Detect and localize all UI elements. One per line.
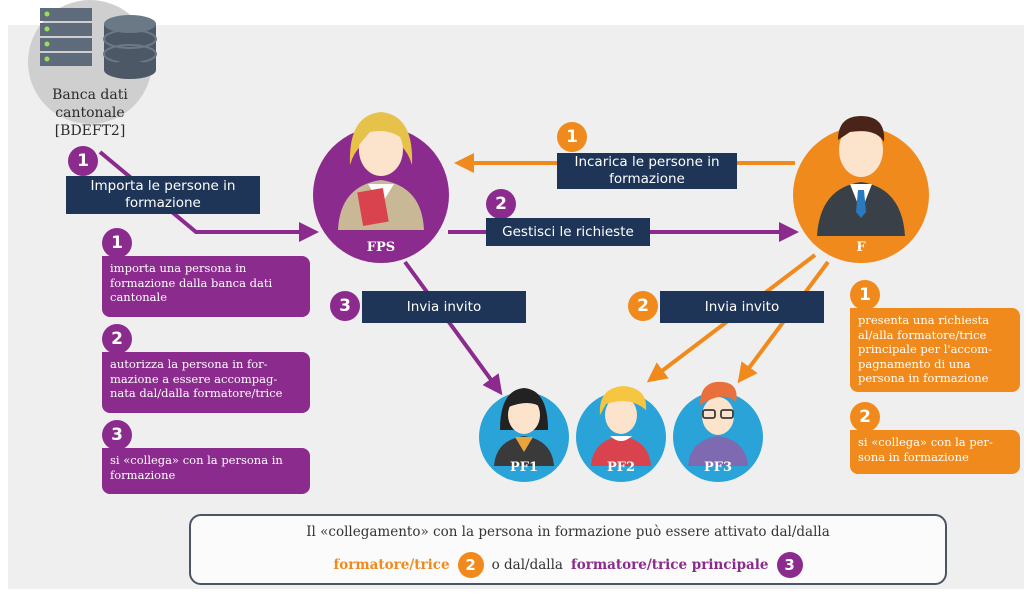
invite-fps-step-number: 3 <box>330 291 360 321</box>
note-trainer: formatore/trice <box>333 557 450 573</box>
f-avatar <box>793 116 929 263</box>
left-step-text-3: si «collega» con la persona in formazion… <box>102 448 310 494</box>
right-step-number-1: 1 <box>850 280 880 310</box>
import-label: Importa le persone in formazione <box>66 176 260 214</box>
pf3-label: PF3 <box>703 460 733 475</box>
assign-step-number: 1 <box>557 122 587 152</box>
invite-f-label: Invia invito <box>660 291 824 323</box>
note-line: formatore/trice 2 o dal/dalla formatore/… <box>191 552 945 578</box>
note-trainer-number: 2 <box>457 552 484 578</box>
invite-pf1-arrow <box>403 260 503 396</box>
right-step-text-1: presenta una richiesta al/alla formatore… <box>850 308 1020 392</box>
database-label: Banca dati cantonale [BDEFT2] <box>52 87 128 139</box>
pf1-avatar <box>479 388 569 482</box>
note-main-trainer: formatore/trice principale <box>570 557 769 573</box>
right-step-number-2: 2 <box>850 402 880 432</box>
pf2-avatar <box>576 386 666 482</box>
left-step-number-1: 1 <box>102 228 132 258</box>
pf2-label: PF2 <box>606 460 636 475</box>
left-step-text-1: importa una persona in formazione dalla … <box>102 256 310 317</box>
f-label: F <box>856 240 866 255</box>
import-step-number: 1 <box>68 146 98 176</box>
note-connector: o dal/dalla <box>491 557 563 573</box>
manage-step-number: 2 <box>486 189 516 219</box>
note-text: Il «collegamento» con la persona in form… <box>306 524 830 540</box>
pf3-avatar <box>673 381 763 482</box>
fps-avatar <box>313 112 449 263</box>
database-icon <box>28 0 157 124</box>
right-step-text-2: si «collega» con la per-sona in formazio… <box>850 430 1020 474</box>
invite-fps-label: Invia invito <box>362 291 526 323</box>
left-step-number-2: 2 <box>102 324 132 354</box>
assign-label: Incarica le persone in formazione <box>557 153 737 189</box>
left-step-text-2: autorizza la persona in for-mazione a es… <box>102 352 310 413</box>
manage-label: Gestisci le richieste <box>486 218 650 246</box>
invite-f-step-number: 2 <box>628 291 658 321</box>
pf1-label: PF1 <box>509 460 539 475</box>
left-step-number-3: 3 <box>102 420 132 450</box>
note-main-trainer-number: 3 <box>776 552 803 578</box>
fps-label: FPS <box>366 240 396 255</box>
note-box: Il «collegamento» con la persona in form… <box>189 514 947 585</box>
